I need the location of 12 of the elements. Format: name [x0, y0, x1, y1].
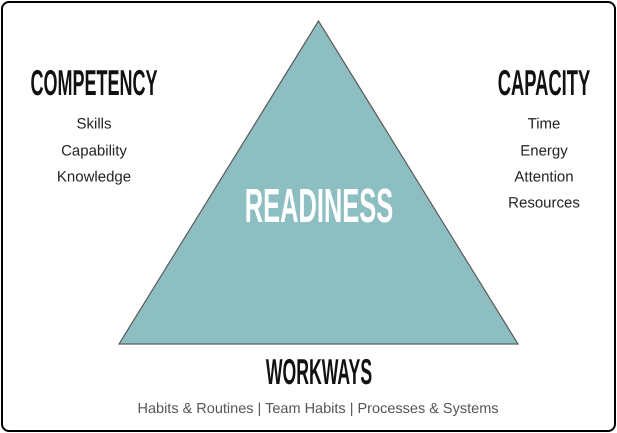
list-item: Attention — [514, 170, 574, 184]
list-item: Time — [528, 116, 560, 132]
subtitle-text: Habits & Routines | Team Habits | Processes & Systems — [137, 402, 499, 416]
section-heading: WORKWAYS — [266, 354, 372, 390]
list-item: Skills — [76, 116, 112, 132]
section-heading: CAPACITY — [498, 65, 590, 101]
list-item: Knowledge — [56, 170, 132, 184]
triangle-label: READINESS — [244, 183, 393, 231]
section-heading: COMPETENCY — [30, 65, 158, 101]
list-item: Resources — [508, 196, 580, 210]
list-item: Capability — [61, 144, 127, 158]
list-item: Energy — [520, 144, 568, 158]
